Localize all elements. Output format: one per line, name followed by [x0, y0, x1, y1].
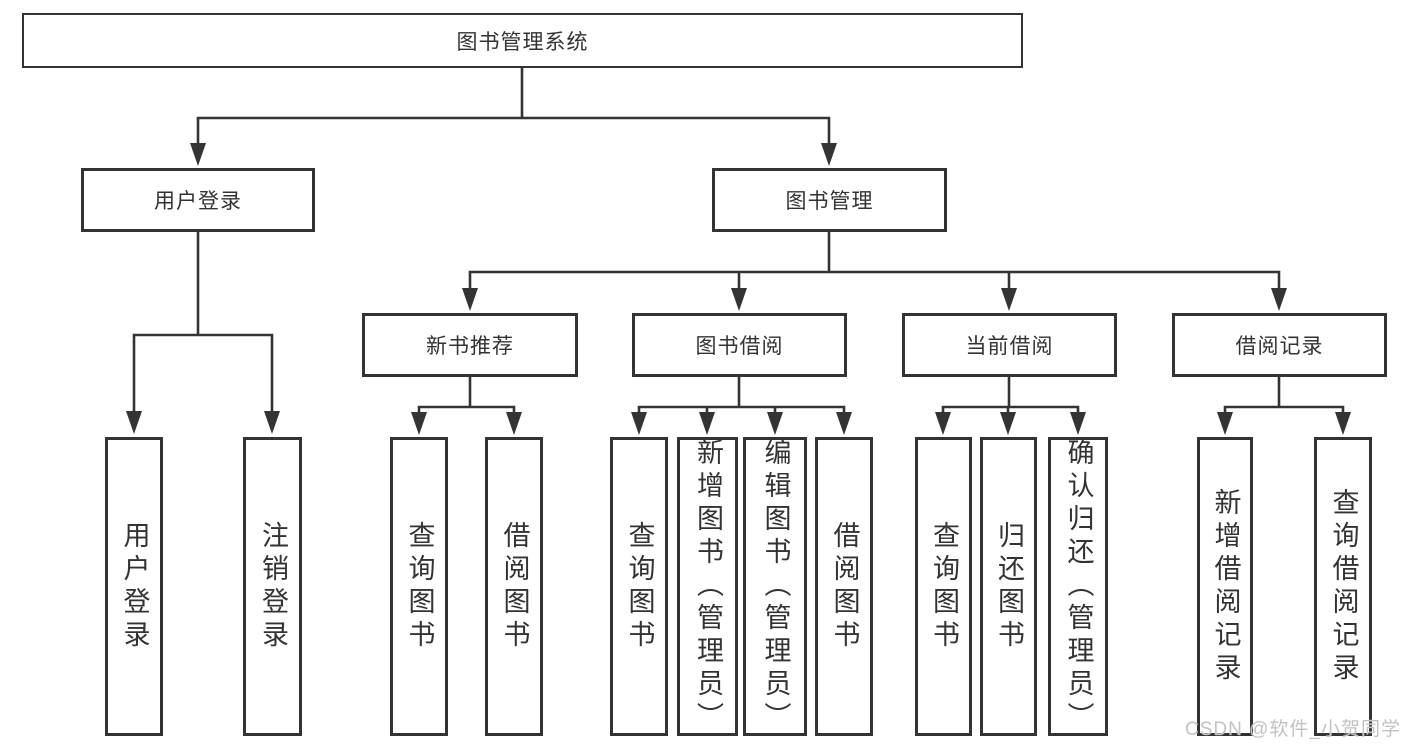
leaf-borrow-books-recommend-label: 借阅图书	[499, 520, 530, 653]
node-borrowing-records: 借阅记录	[1172, 313, 1387, 377]
leaf-edit-books-admin-label: 编辑图书（管理员）	[760, 438, 791, 735]
leaf-query-books-borrowing: 查询图书	[610, 437, 668, 736]
leaf-add-borrow-record: 新增借阅记录	[1197, 437, 1253, 736]
leaf-logout-label: 注销登录	[258, 520, 288, 653]
leaf-logout: 注销登录	[243, 437, 302, 736]
leaf-return-books: 归还图书	[980, 437, 1037, 736]
node-book-management: 图书管理	[712, 168, 947, 232]
node-user-login-label: 用户登录	[154, 190, 242, 213]
leaf-return-books-label: 归还图书	[994, 520, 1024, 653]
node-borrowing-records-label: 借阅记录	[1235, 335, 1324, 358]
leaf-query-books-current-label: 查询图书	[929, 520, 959, 653]
leaf-query-books-borrowing-label: 查询图书	[624, 520, 655, 653]
leaf-query-books-recommend: 查询图书	[390, 437, 448, 736]
arrowheads	[126, 143, 1351, 435]
node-book-borrowing-label: 图书借阅	[695, 335, 784, 358]
node-book-borrowing: 图书借阅	[632, 313, 847, 377]
node-root-label: 图书管理系统	[456, 30, 589, 54]
leaf-confirm-return-admin-label: 确认归还（管理员）	[1063, 438, 1094, 735]
leaf-edit-books-admin: 编辑图书（管理员）	[743, 437, 807, 736]
node-new-book-recommendation-label: 新书推荐	[426, 335, 514, 358]
leaf-add-books-admin: 新增图书（管理员）	[677, 437, 738, 736]
node-new-book-recommendation: 新书推荐	[362, 313, 578, 377]
leaf-borrow-books-borrowing-label: 借阅图书	[829, 520, 860, 653]
node-user-login: 用户登录	[81, 168, 315, 232]
leaf-user-login: 用户登录	[105, 437, 163, 736]
node-current-borrowing: 当前借阅	[902, 313, 1117, 377]
leaf-confirm-return-admin: 确认归还（管理员）	[1048, 437, 1108, 736]
leaf-query-borrow-record: 查询借阅记录	[1314, 437, 1372, 736]
leaf-borrow-books-borrowing: 借阅图书	[815, 437, 873, 736]
leaf-query-borrow-record-label: 查询借阅记录	[1328, 487, 1359, 686]
node-current-borrowing-label: 当前借阅	[965, 335, 1054, 358]
leaf-user-login-label: 用户登录	[119, 520, 150, 653]
leaf-query-books-recommend-label: 查询图书	[404, 520, 435, 653]
node-book-management-label: 图书管理	[785, 190, 874, 213]
leaf-add-books-admin-label: 新增图书（管理员）	[693, 438, 723, 735]
leaf-borrow-books-recommend: 借阅图书	[485, 437, 543, 736]
watermark: CSDN @软件_小贺同学	[1185, 719, 1401, 740]
node-root: 图书管理系统	[22, 13, 1023, 68]
leaf-add-borrow-record-label: 新增借阅记录	[1210, 487, 1241, 686]
leaf-query-books-current: 查询图书	[915, 437, 972, 736]
